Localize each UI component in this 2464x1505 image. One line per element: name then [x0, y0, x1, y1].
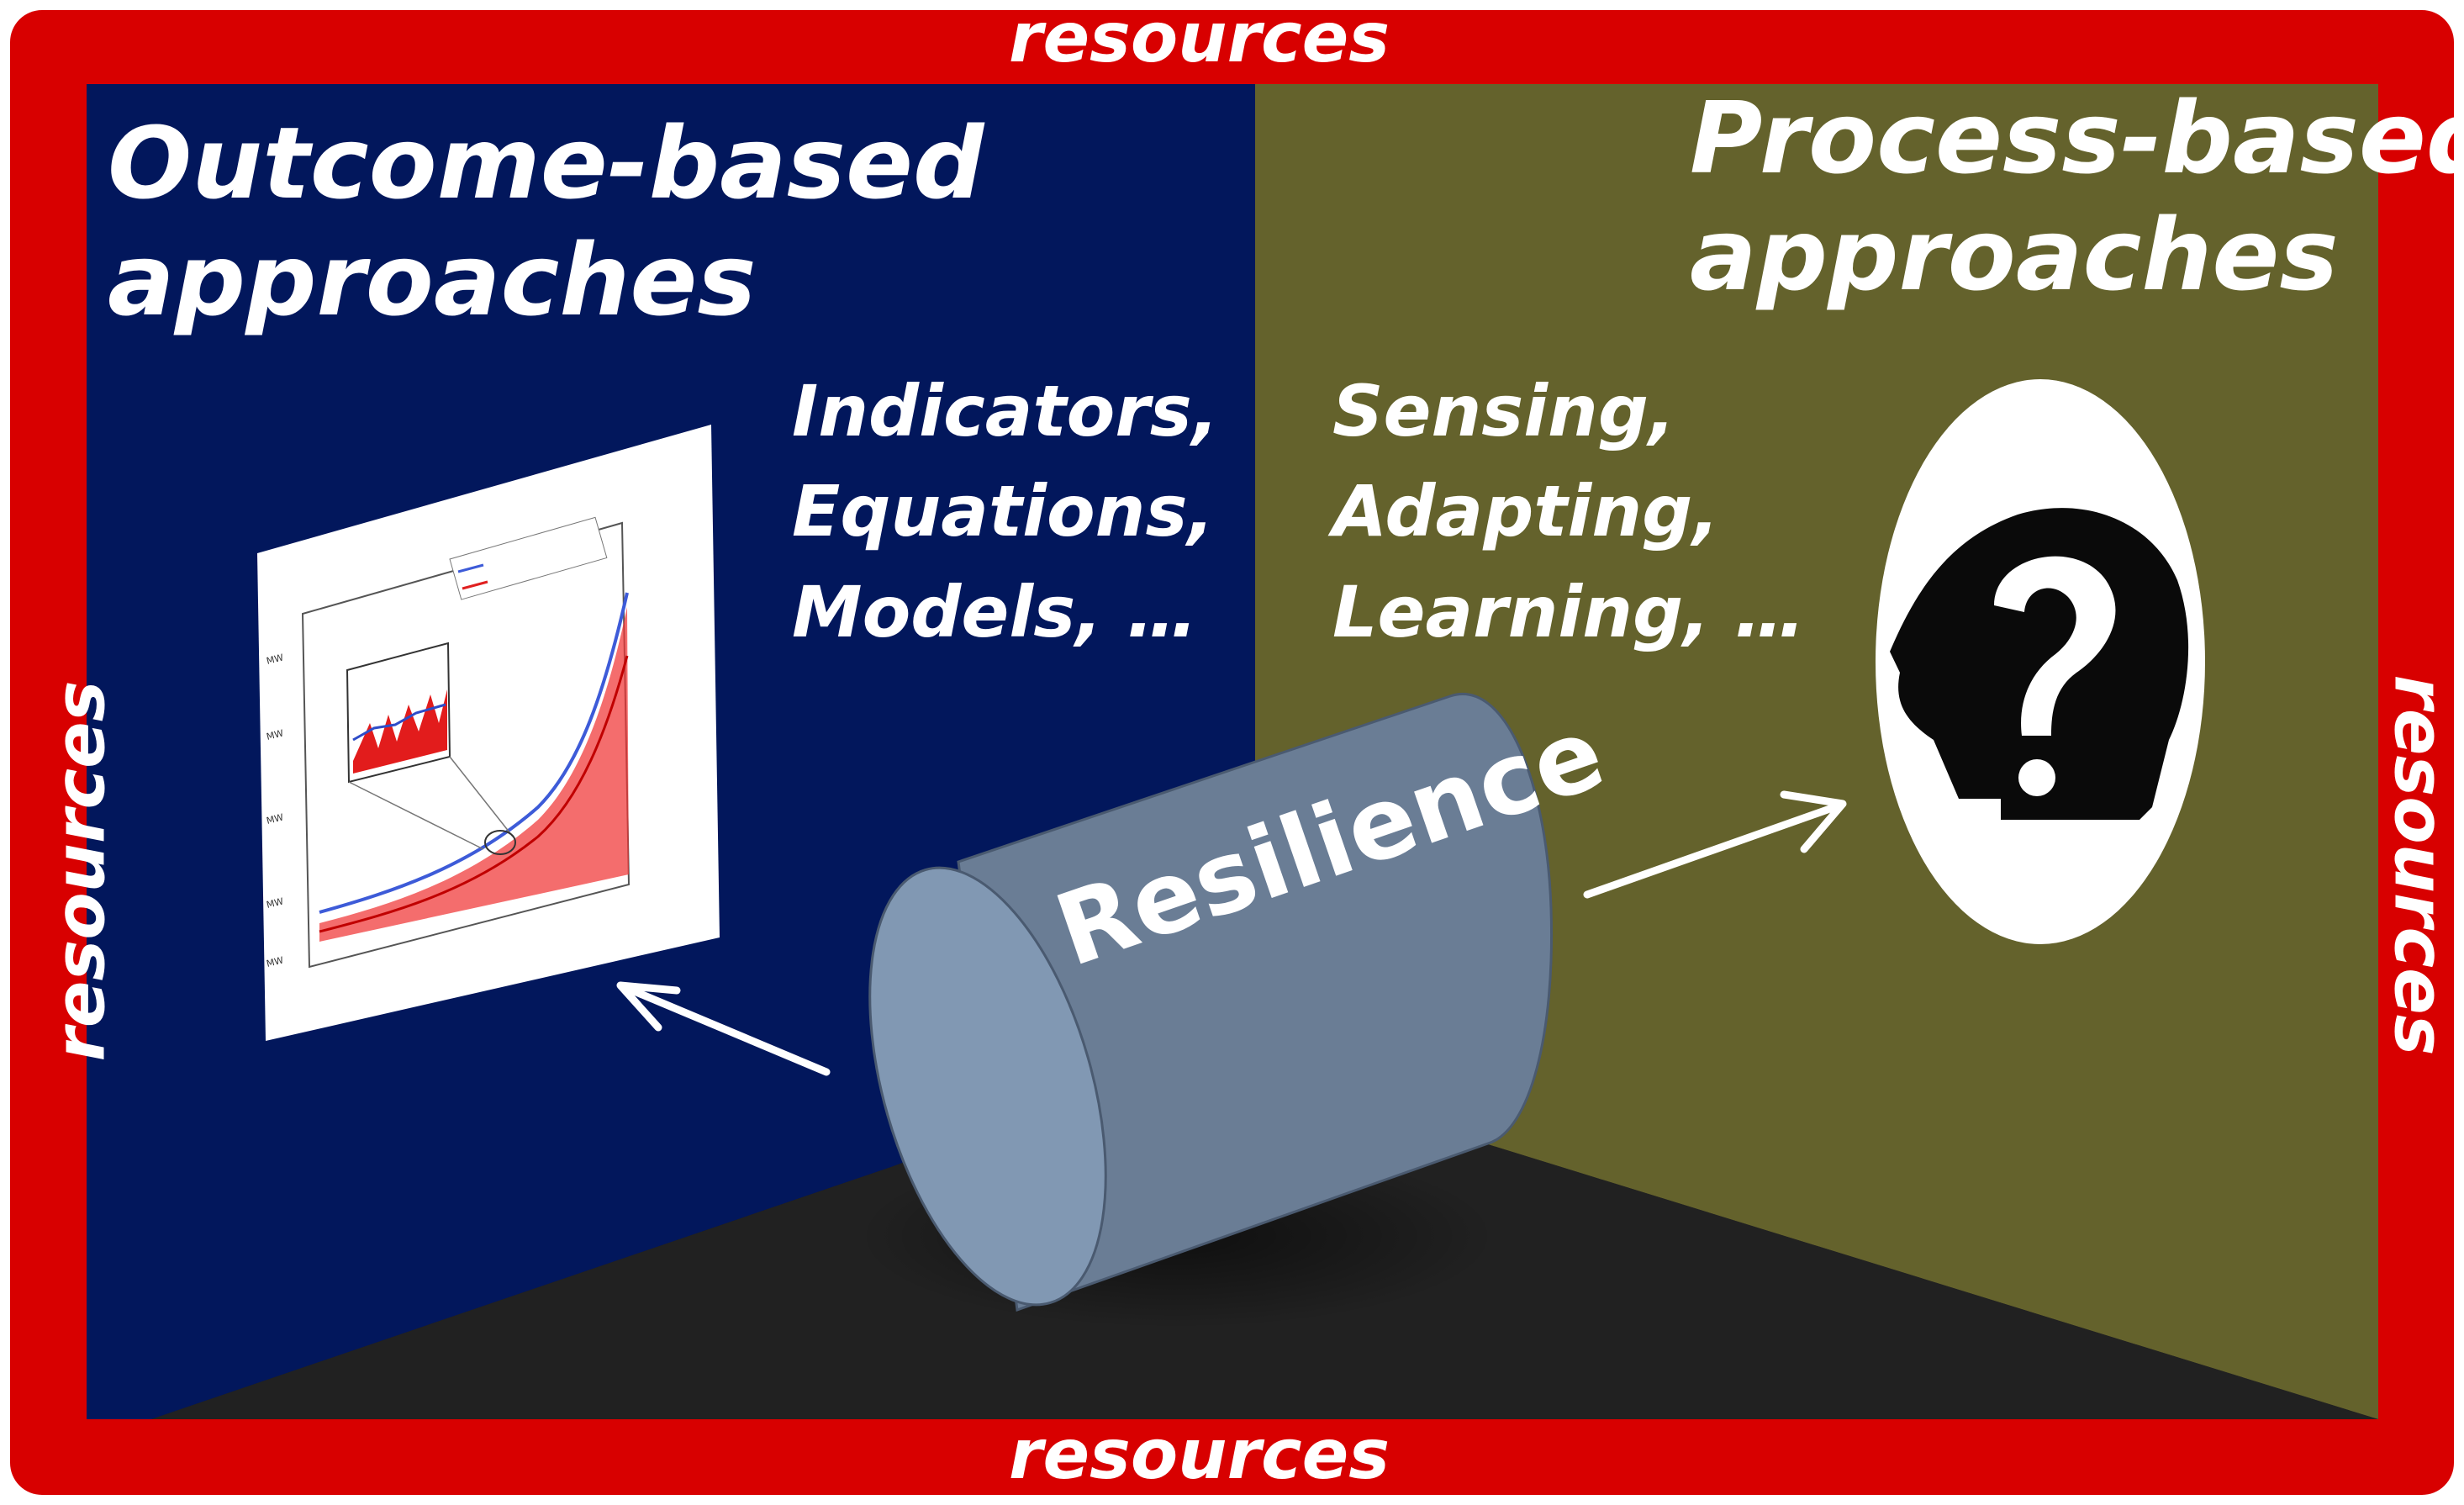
resilience-cylinder [868, 693, 1554, 1312]
outcome-title: Outcome-based approaches [108, 105, 984, 339]
svg-text:MW: MW [266, 811, 285, 826]
list-item: Indicators, [792, 370, 1219, 452]
process-methods-list: Sensing, Adapting, Learning, … [1332, 362, 1805, 663]
process-title: Process-based approaches [1690, 80, 2464, 314]
process-title-line1: Process-based [1690, 80, 2464, 196]
arrow-to-head-icon [1583, 790, 1847, 899]
svg-text:MW: MW [266, 727, 285, 742]
line-chart-thumbnail-icon: MW MW MW MW MW [257, 425, 720, 1041]
arrow-to-chart-icon [616, 981, 831, 1076]
outcome-methods-list: Indicators, Equations, Models, … [792, 362, 1219, 663]
svg-text:MW: MW [266, 652, 285, 667]
list-item: Adapting, [1332, 470, 1720, 553]
svg-text:MW: MW [266, 895, 285, 911]
head-question-mark-icon [1876, 379, 2205, 944]
resources-label-right: resources [2378, 674, 2459, 1056]
svg-text:MW: MW [266, 954, 285, 969]
outcome-title-line1: Outcome-based [108, 105, 984, 221]
list-item: Learning, … [1332, 570, 1806, 653]
resources-label-left: resources [40, 680, 121, 1062]
resources-label-top: resources [1009, 0, 1390, 78]
list-item: Models, … [792, 570, 1198, 653]
list-item: Equations, [792, 470, 1215, 553]
outcome-title-line2: approaches [108, 222, 757, 339]
process-title-line2: approaches [1690, 197, 2339, 314]
list-item: Sensing, [1332, 370, 1675, 452]
resources-label-bottom: resources [1009, 1415, 1390, 1495]
